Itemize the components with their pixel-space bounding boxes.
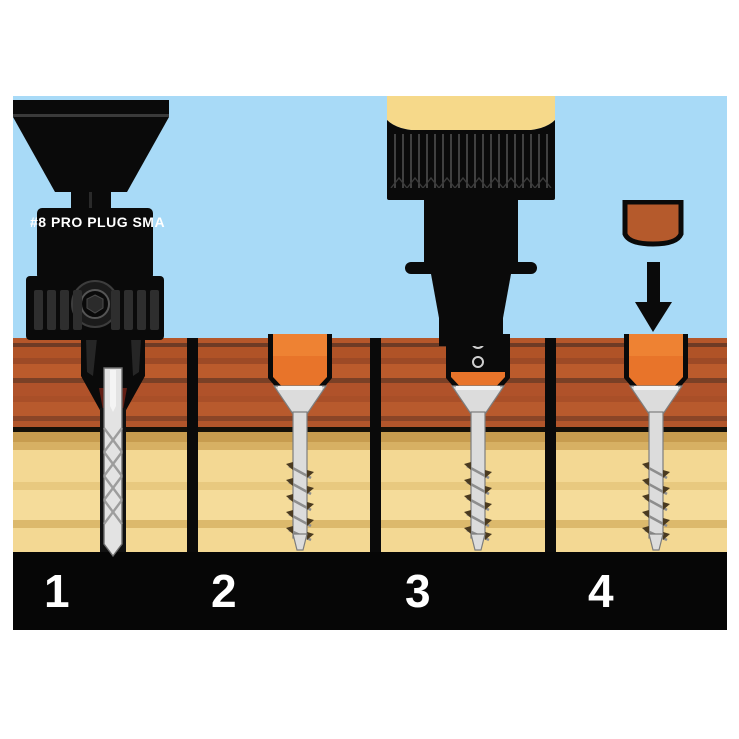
step4-wood-plug <box>622 200 684 247</box>
down-arrow-icon <box>635 262 672 332</box>
drill-chuck-funnel <box>13 100 169 192</box>
step2-counterbore-screw <box>268 334 332 551</box>
step-number-1: 1 <box>44 565 70 617</box>
step-number-2: 2 <box>211 565 237 617</box>
panel-divider-3 <box>545 338 556 552</box>
panel-divider-1 <box>187 338 198 552</box>
light-wood-layer <box>376 432 551 552</box>
figure-frame: #8 PRO PLUG SMA <box>13 96 727 630</box>
driver-knurled-grip <box>387 130 555 200</box>
drill-body-lower <box>26 276 164 340</box>
drill-neck <box>71 192 111 212</box>
light-wood-layer <box>198 432 376 552</box>
step1-drill-tool <box>13 100 169 340</box>
drill-collar-upper <box>37 208 153 280</box>
step-number-3: 3 <box>405 565 431 617</box>
driver-barrel <box>424 200 518 262</box>
step-number-strip <box>13 552 727 630</box>
step4-counterbore-screw <box>624 334 688 551</box>
step3-bore-screw-and-bit <box>446 334 510 551</box>
driver-nose <box>431 274 511 346</box>
driver-yellow-cap <box>387 96 555 132</box>
light-wood-layer <box>551 432 727 552</box>
step3-driver-tool <box>387 96 555 346</box>
step1-bore-and-bit <box>81 334 145 558</box>
driver-flange <box>405 262 537 274</box>
step-number-4: 4 <box>588 565 614 617</box>
tool-brand-label: #8 PRO PLUG SMA <box>30 214 166 230</box>
panel-divider-2 <box>370 338 381 552</box>
